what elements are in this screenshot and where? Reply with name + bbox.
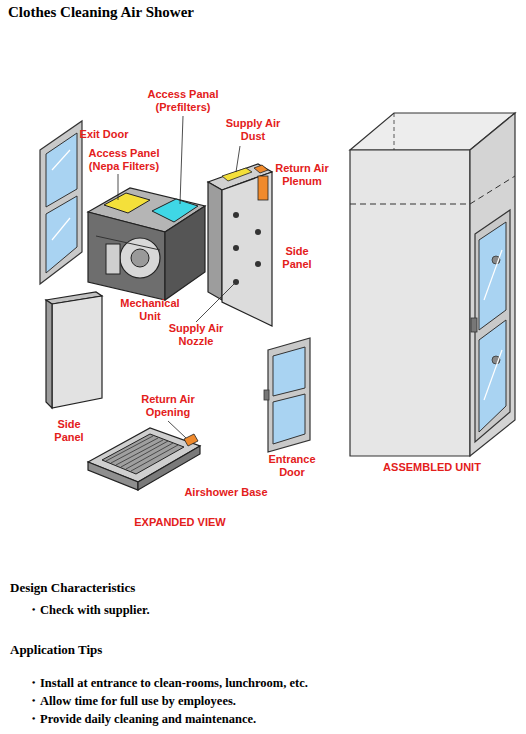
door-glass	[479, 320, 506, 432]
entrance-door	[264, 338, 310, 452]
door-glass	[273, 394, 305, 444]
callout-label: Supply Air Nozzle	[164, 322, 228, 348]
glass-glint	[52, 218, 70, 240]
return-plenum	[258, 176, 268, 200]
left-side-panel	[46, 292, 102, 408]
callout-label: Exit Door	[64, 128, 144, 141]
door-frame	[40, 121, 82, 284]
callout-label: Return Air Plenum	[270, 162, 334, 188]
callout-label: Side Panel	[277, 245, 317, 271]
section-heading: Application Tips	[10, 642, 102, 658]
door-glass	[479, 222, 506, 330]
assembled-unit	[350, 113, 515, 456]
callout-label: Side Panel	[49, 418, 89, 444]
door-frame	[475, 210, 510, 442]
unit-side	[470, 113, 515, 456]
callout-label: Supply Air Dust	[221, 117, 285, 143]
right-side-panel	[208, 164, 272, 326]
blower-housing	[120, 238, 160, 278]
section-heading: Design Characteristics	[10, 580, 135, 596]
panel-face	[52, 296, 102, 408]
return-plenum	[254, 165, 268, 173]
mechanical-unit	[88, 188, 205, 300]
note-item: ・Provide daily cleaning and maintenance.	[27, 712, 256, 727]
note-item: ・Check with supplier.	[27, 603, 150, 618]
page-title: Clothes Cleaning Air Shower	[8, 3, 194, 21]
callout-label: Entrance Door	[262, 453, 322, 479]
callout-label: Airshower Base	[166, 486, 286, 499]
exit-door	[40, 121, 82, 284]
door-frame	[268, 338, 310, 452]
glass-glint	[52, 150, 70, 170]
seam-line	[470, 176, 515, 204]
note-item: ・Install at entrance to clean-rooms, lun…	[27, 676, 308, 691]
grille-slats	[106, 436, 178, 471]
return-air-opening	[184, 434, 198, 446]
unit-front	[88, 212, 165, 300]
grille	[102, 434, 184, 474]
door-handle	[264, 390, 269, 400]
prefilter-panel	[104, 193, 150, 213]
door-handle	[471, 318, 477, 332]
callout-label: Access Panel (Nepa Filters)	[80, 147, 168, 173]
blower-hub	[131, 249, 149, 267]
view-caption: EXPANDED VIEW	[110, 516, 250, 529]
callout-label: Mechanical Unit	[114, 297, 186, 323]
panel-face	[222, 172, 272, 326]
hepa-filter-panel	[152, 199, 198, 222]
callout-label: Access Panal (Prefilters)	[143, 88, 223, 114]
nozzle	[255, 229, 261, 235]
seam-line	[394, 113, 395, 150]
door-glass	[46, 196, 77, 273]
nozzle	[233, 245, 239, 251]
airshower-base	[88, 428, 200, 490]
glass-glint	[484, 250, 502, 300]
supply-duct	[222, 168, 252, 181]
note-item: ・Allow time for full use by employees.	[27, 694, 236, 709]
glass-glint	[484, 350, 502, 400]
nozzle	[233, 212, 239, 218]
seam-line	[350, 204, 470, 205]
door-glass	[46, 133, 77, 207]
view-caption: ASSEMBLED UNIT	[362, 461, 502, 474]
panel-edge	[46, 300, 52, 408]
unit-edge	[96, 236, 160, 250]
unit-front	[350, 150, 470, 456]
panel-edge	[208, 182, 222, 300]
nozzle	[255, 261, 261, 267]
motor	[106, 244, 120, 274]
door-glass	[273, 347, 305, 396]
callout-label: Return Air Opening	[135, 393, 201, 419]
